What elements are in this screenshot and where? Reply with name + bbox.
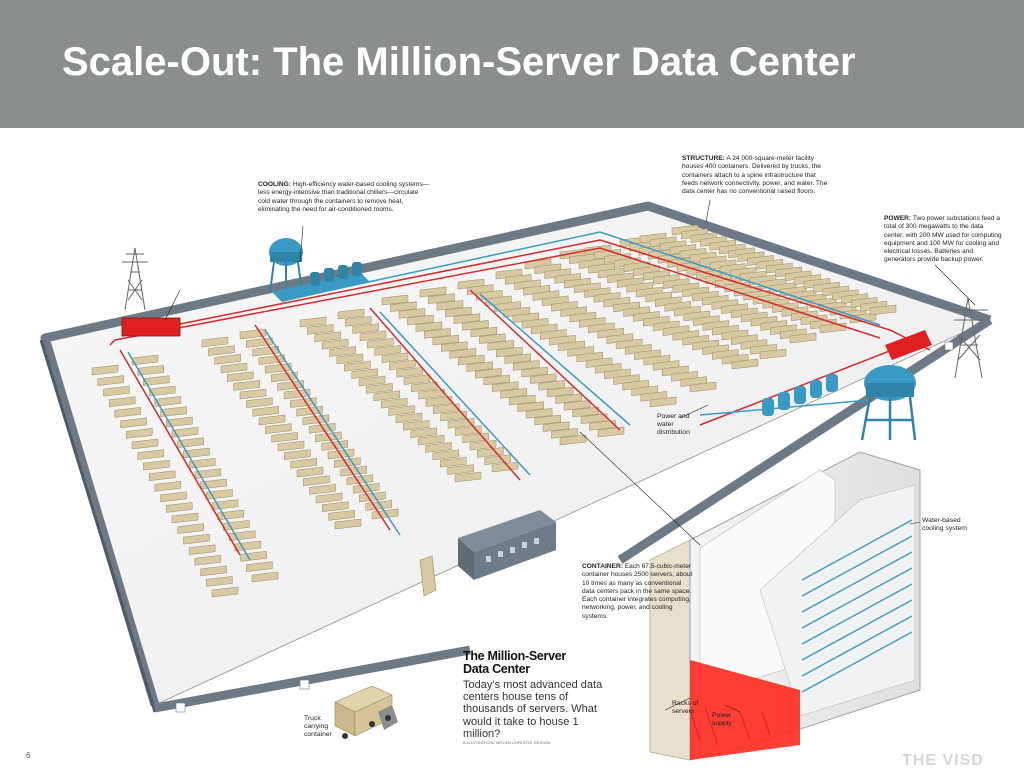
water-cooling-system-label: Water-based cooling system — [922, 517, 982, 533]
cooling-callout: COOLING: High-efficiency water-based coo… — [258, 181, 430, 214]
racks-of-servers-label: Racks of servers — [672, 700, 708, 716]
watermark: THE VISD — [902, 752, 984, 770]
power-substation-left — [122, 248, 180, 336]
power-callout: POWER: Two power substations feed a tota… — [884, 215, 1004, 265]
container-callout: CONTAINER: Each 67.5-cubic-meter contain… — [582, 563, 694, 621]
slide-number: 6 — [26, 751, 30, 760]
power-supply-label: Power supply — [712, 712, 752, 728]
illustration-credit: ILLUSTRATION: BRYAN CHRISTIE DESIGN — [463, 740, 550, 745]
feature-heading: The Million-Server Data Center — [463, 650, 593, 676]
slide-title: Scale-Out: The Million-Server Data Cente… — [62, 40, 856, 85]
feature-dek: Today’s most advanced data centers house… — [463, 679, 603, 740]
title-bar: Scale-Out: The Million-Server Data Cente… — [0, 0, 1024, 128]
structure-callout: STRUCTURE: A 24 000-square-meter facilit… — [682, 155, 832, 196]
power-water-distribution-label: Power and water distribution — [657, 413, 705, 438]
truck-label: Truck carrying container — [304, 715, 346, 740]
